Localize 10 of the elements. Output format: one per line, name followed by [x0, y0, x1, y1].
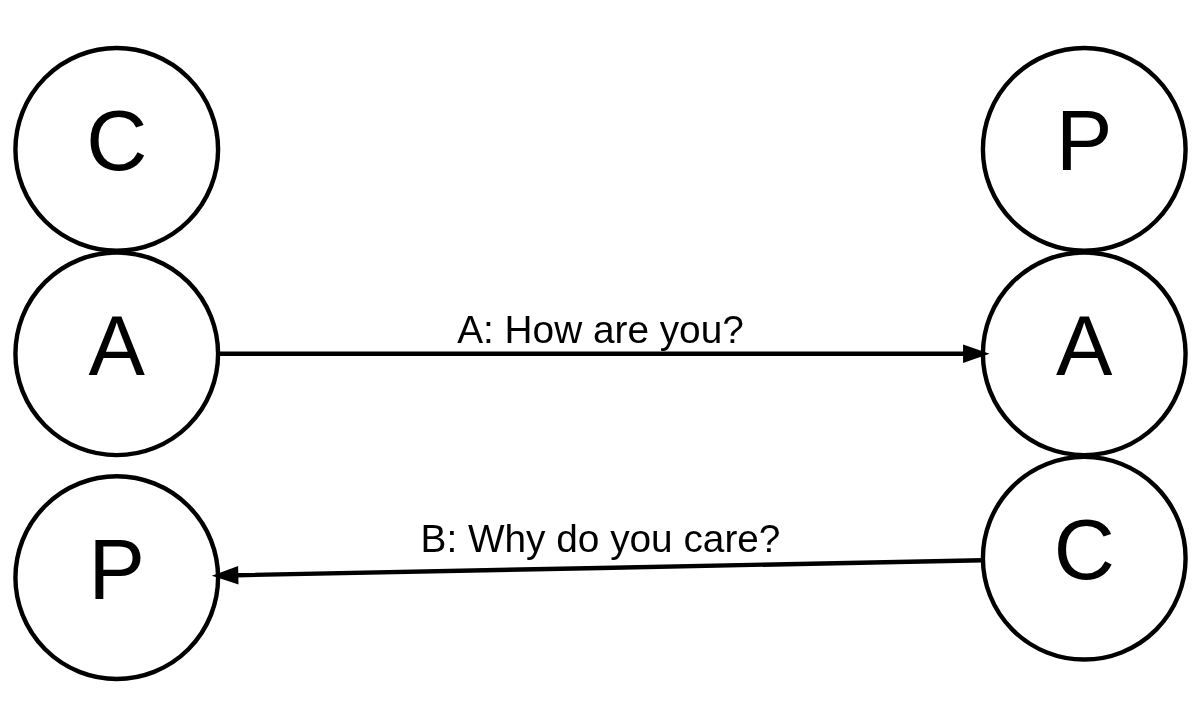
node-circle: P — [980, 45, 1188, 253]
arrow — [218, 344, 990, 364]
node-circle: C — [980, 454, 1188, 662]
node-circle: A — [13, 250, 221, 458]
arrow — [211, 558, 983, 585]
node-circle: A — [980, 250, 1188, 458]
node-circle: P — [13, 474, 221, 682]
edge-label: B: Why do you care? — [420, 517, 781, 561]
node-circle: C — [13, 45, 221, 253]
edge-label: A: How are you? — [457, 307, 744, 351]
